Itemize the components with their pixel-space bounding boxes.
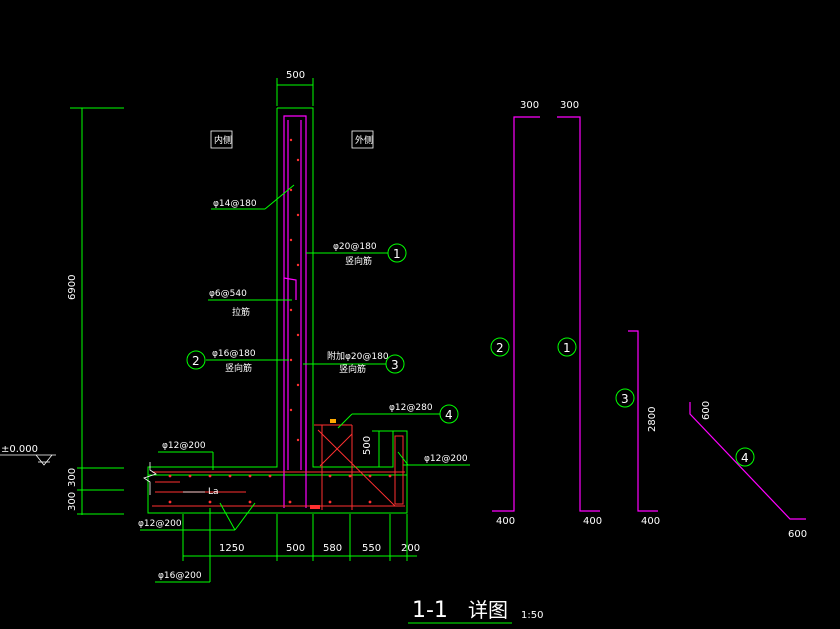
detail-bar2-text: 2 (496, 341, 504, 355)
break-mark (143, 462, 157, 495)
phi6-label: φ6@540 (209, 289, 247, 299)
height-text: 6900 (67, 275, 78, 300)
top-width-text: 500 (286, 70, 305, 81)
phi14-label: φ14@180 (213, 199, 257, 209)
detail-bar3-text: 3 (621, 392, 629, 406)
top-width-dimension: 500 (276, 70, 314, 106)
bar-detail-4: 600 600 4 (689, 401, 807, 540)
toe-500-text: 500 (362, 436, 373, 455)
detail-2800: 2800 (647, 407, 658, 432)
bar-detail-2: 300 400 2 (490, 100, 540, 527)
bottom-1250-text: 1250 (219, 543, 244, 554)
section-bubbles: 1 2 3 4 (186, 243, 459, 424)
la-label: La (208, 487, 219, 497)
vertical1-label: 竖向筋 (345, 255, 372, 267)
vertical2-label: 竖向筋 (225, 362, 252, 374)
toe-dimension: 500 (362, 430, 394, 467)
base-300-b-text: 300 (67, 492, 78, 511)
wall-rebar-dots (289, 138, 300, 442)
drawing-title: 1-1 详图 1:50 (408, 598, 543, 624)
base-rebar-dots (168, 474, 392, 504)
phi12-280-label: φ12@280 (389, 403, 433, 413)
bottom-580-text: 580 (323, 543, 342, 554)
bottom-dimension-chain: 1250 500 580 550 200 (182, 514, 420, 561)
phi12-200-right-label: φ12@200 (424, 454, 468, 464)
detail-600-bottom: 600 (788, 529, 807, 540)
phi20-label: φ20@180 (333, 242, 377, 252)
bottom-550-text: 550 (362, 543, 381, 554)
detail-bar1-text: 1 (563, 341, 571, 355)
inner-side-label: 内侧 (210, 130, 233, 149)
bubble-2-text: 2 (192, 354, 200, 368)
outer-side-label: 外侧 (351, 130, 374, 149)
tie-label: 拉筋 (232, 306, 250, 318)
bottom-500-text: 500 (286, 543, 305, 554)
bubble-1-text: 1 (393, 247, 401, 261)
phi12-200-bottom-label: φ12@200 (138, 519, 182, 529)
elevation-marker: ±0.000 (0, 444, 56, 466)
height-dimension: 6900 300 300 (67, 107, 124, 515)
elevation-text: ±0.000 (1, 444, 38, 455)
bubble-4-text: 4 (445, 408, 453, 422)
bar-detail-1: 300 400 1 (557, 100, 602, 527)
inner-side-text: 内侧 (214, 134, 232, 146)
detail-bar4-text: 4 (741, 451, 749, 465)
phi12-200-left-label: φ12@200 (162, 441, 206, 451)
detail-top-300-a: 300 (520, 100, 539, 111)
title-name: 详图 (468, 598, 508, 622)
add-phi20-label: 附加φ20@180 (327, 350, 389, 362)
bottom-200-text: 200 (401, 543, 420, 554)
phi16-label: φ16@180 (212, 349, 256, 359)
detail-top-300-b: 300 (560, 100, 579, 111)
title-scale: 1:50 (521, 610, 543, 621)
wall-rebar (283, 115, 307, 508)
annotations: φ14@180 φ20@180 竖向筋 φ6@540 拉筋 φ16@180 竖向… (138, 184, 470, 583)
base-rebar (152, 419, 405, 510)
bubble-3-text: 3 (391, 358, 399, 372)
outer-side-text: 外侧 (355, 134, 373, 146)
title-section: 1-1 (412, 598, 448, 623)
detail-600-top: 600 (701, 401, 712, 420)
detail-bottom-400-b: 400 (583, 516, 602, 527)
phi16-200-label: φ16@200 (158, 571, 202, 581)
detail-bottom-400-c: 400 (641, 516, 660, 527)
detail-bottom-400-a: 400 (496, 516, 515, 527)
base-300-a-text: 300 (67, 468, 78, 487)
vertical3-label: 竖向筋 (339, 363, 366, 375)
bar-detail-3: 2800 400 3 (615, 330, 660, 527)
